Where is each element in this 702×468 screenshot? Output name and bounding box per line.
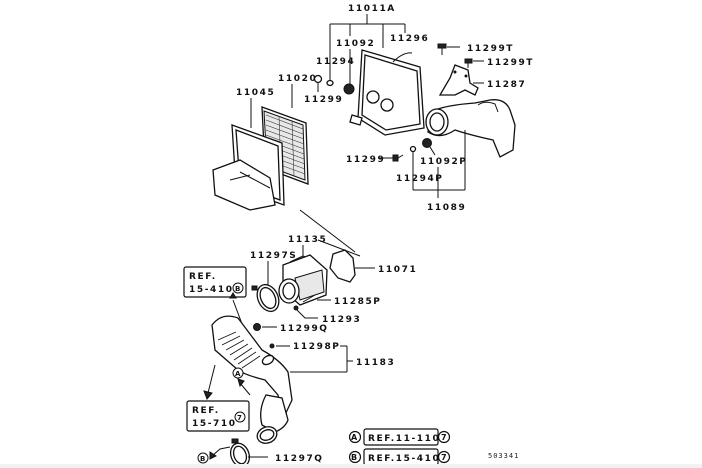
label-11297S[interactable]: 11297S: [250, 251, 297, 261]
label-11299-mid[interactable]: 11299: [346, 155, 385, 165]
label-11285P[interactable]: 11285P: [334, 297, 382, 307]
marker-B-text: B: [200, 455, 205, 463]
label-11294[interactable]: 11294: [316, 57, 355, 67]
ref-circle: 7: [237, 414, 242, 422]
clamp-11297Q: [229, 438, 251, 468]
grommet-11294: [326, 79, 334, 87]
ref-box-15-410[interactable]: REF. 15-410 B: [183, 266, 247, 298]
clamp-11297S: [251, 283, 280, 313]
label-11287[interactable]: 11287: [487, 80, 526, 90]
label-11183[interactable]: 11183: [356, 358, 395, 368]
ref-page: 15-410: [189, 285, 234, 295]
ref-circle: B: [235, 285, 240, 293]
label-11297Q[interactable]: 11297Q: [275, 454, 324, 464]
bolt-11299T-b: [464, 58, 473, 68]
label-11089[interactable]: 11089: [427, 203, 466, 213]
intake-duct-11089: [425, 99, 516, 158]
callout-11089: [412, 130, 466, 198]
ref-box-15-710[interactable]: REF. 15-710 7: [186, 400, 250, 432]
ref-label: REF.: [192, 406, 220, 416]
label-11135[interactable]: 11135: [288, 235, 327, 245]
bottom-edge: [0, 464, 702, 468]
legend-circle: 7: [441, 453, 447, 462]
legend-ref: REF.15-410: [368, 454, 440, 464]
marker-A-text: A: [235, 370, 241, 378]
bracket-11287: [438, 64, 479, 96]
label-11296[interactable]: 11296: [390, 34, 429, 44]
legend-ref: REF.11-110: [368, 434, 440, 444]
label-11045[interactable]: 11045: [236, 88, 275, 98]
bolt-11299Q: [253, 323, 261, 331]
label-11293[interactable]: 11293: [322, 315, 361, 325]
label-11299T-b[interactable]: 11299T: [487, 58, 534, 68]
ref-label: REF.: [189, 272, 217, 282]
marker-A-hose[interactable]: A: [232, 367, 244, 379]
callout-11011A: 11011A: [329, 4, 406, 80]
label-11294P[interactable]: 11294P: [396, 174, 444, 184]
grommet-11092P: [422, 138, 432, 148]
label-11092[interactable]: 11092: [336, 39, 375, 49]
legend-circle: 7: [441, 433, 447, 442]
air-cleaner-lower-case: [212, 124, 356, 253]
label-11092P[interactable]: 11092P: [420, 157, 468, 167]
label-11299Q[interactable]: 11299Q: [280, 324, 329, 334]
grommet-11092: [343, 83, 355, 95]
air-cleaner-upper-case: [349, 49, 425, 136]
gasket-11071: [317, 239, 375, 283]
label-11020[interactable]: 11020: [278, 74, 317, 84]
washer-11299: [313, 74, 323, 84]
bolt-11299: [392, 154, 404, 162]
label-11299-top[interactable]: 11299: [304, 95, 343, 105]
marker-B-clamp[interactable]: B: [197, 452, 209, 464]
label-11299T-a[interactable]: 11299T: [467, 44, 514, 54]
label-11298P[interactable]: 11298P: [293, 342, 341, 352]
label-11071[interactable]: 11071: [378, 265, 417, 275]
callout-11183: [290, 345, 353, 373]
intake-hose-11183: [211, 315, 293, 444]
ref-page: 15-710: [192, 419, 237, 429]
drawing-code: 503341: [488, 452, 519, 460]
label-11011A[interactable]: 11011A: [348, 4, 396, 14]
bolt-11299T-a: [437, 43, 447, 55]
grommet-11294P: [409, 145, 417, 153]
legend-A[interactable]: A REF.11-110 7: [348, 428, 451, 446]
legend-B[interactable]: B REF.15-410 7: [348, 448, 451, 466]
legend-marker: B: [351, 453, 357, 462]
air-flow-sensor: [278, 254, 328, 306]
legend-marker: A: [351, 433, 358, 442]
